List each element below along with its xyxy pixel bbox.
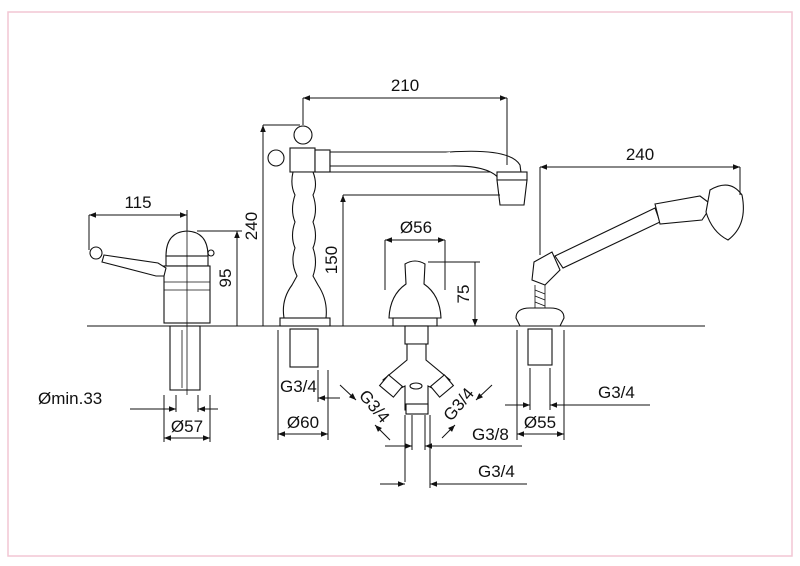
- hand-shower-drawing: [515, 184, 744, 366]
- mixer-height-label: 95: [216, 269, 235, 288]
- valve-diameter-label: Ø56: [400, 218, 432, 237]
- shower-base-label: Ø55: [524, 413, 556, 432]
- mixer-reach-label: 115: [124, 193, 151, 212]
- valve-drawing: [378, 260, 455, 415]
- spout-base-label: Ø60: [287, 413, 319, 432]
- spout-reach-label: 210: [391, 76, 419, 95]
- spout-height-label: 240: [242, 212, 261, 240]
- mixer-base-label: Ø57: [171, 417, 203, 436]
- shower-thread-label: G3/4: [598, 383, 635, 402]
- mixer-hole-label: Ømin.33: [38, 389, 102, 408]
- spout-outlet-height-label: 150: [322, 246, 341, 274]
- frame-border: [7, 11, 793, 557]
- mixer-drawing: [89, 230, 215, 395]
- spout-drawing: [267, 125, 528, 368]
- spout-thread-label: G3/4: [280, 377, 317, 396]
- valve-outlet-thread-label: G3/8: [472, 425, 509, 444]
- shower-length-label: 240: [626, 145, 654, 164]
- valve-height-label: 75: [454, 285, 473, 304]
- valve-bottom-thread-label: G3/4: [478, 462, 515, 481]
